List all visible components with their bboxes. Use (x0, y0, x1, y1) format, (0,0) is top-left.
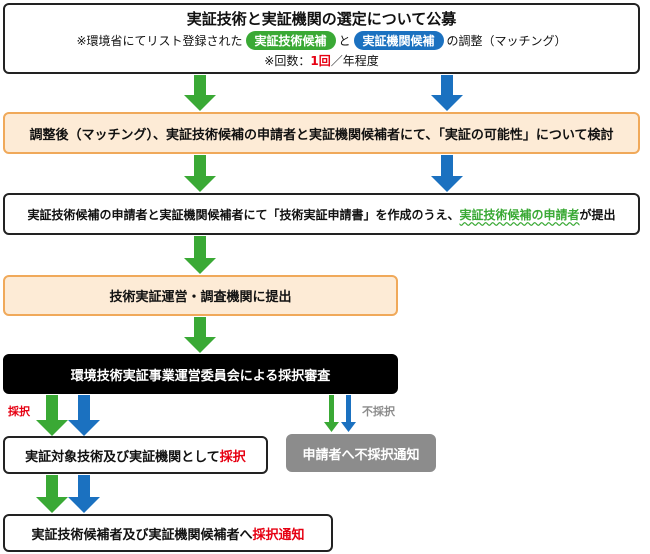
frequency-note: ※回数：1回／年程度 (264, 52, 378, 69)
matching-note: ※環境省にてリスト登録された 実証技術候補 と 実証機関候補 の調整（マッチング… (76, 31, 567, 50)
applicant-highlight: 実証技術候補の申請者 (459, 207, 580, 222)
note-connector: と (338, 34, 351, 48)
technology-candidate-pill: 実証技術候補 (245, 31, 336, 50)
green-arrow-5 (36, 395, 68, 436)
adoption-notice-red: 採択通知 (252, 527, 305, 543)
review-text: 環境技術実証事業運営委員会による採択審査 (70, 368, 331, 384)
blue-arrow-6 (68, 475, 100, 513)
call-title: 実証技術と実証機関の選定について公募 (186, 10, 457, 28)
blue-arrow-5 (68, 395, 100, 436)
adoption-notice-main: 実証技術候補者及び実証機関候補者へ (31, 527, 253, 543)
note-prefix: ※環境省にてリスト登録された (76, 34, 243, 48)
frequency-suffix: ／年程度 (330, 54, 379, 68)
green-arrow-3 (184, 236, 216, 274)
rejection-notice-box: 申請者へ不採択通知 (286, 434, 436, 472)
note-suffix: の調整（マッチング） (446, 34, 567, 48)
blue-arrow-thin (341, 395, 356, 432)
adoption-notice-box: 実証技術候補者及び実証機関候補者へ採択通知 (3, 514, 333, 552)
green-arrow-6 (36, 475, 68, 513)
blue-arrow-1 (431, 75, 463, 111)
adoption-text: 実証対象技術及び実証機関として採択 (25, 446, 246, 465)
frequency-value: 1回 (310, 54, 331, 68)
application-text-main: 実証技術候補の申請者と実証機関候補者にて「技術実証申請書」を作成のうえ、 (27, 207, 460, 222)
green-arrow-1 (184, 75, 216, 111)
rejection-text: 申請者へ不採択通知 (302, 447, 420, 463)
submit-to-operator-box: 技術実証運営・調査機関に提出 (3, 275, 398, 316)
feasibility-review-box: 調整後（マッチング）、実証技術候補の申請者と実証機関候補者にて、「実証の可能性」… (3, 112, 640, 154)
submit-text: 技術実証運営・調査機関に提出 (109, 290, 292, 305)
adoption-notice-text: 実証技術候補者及び実証機関候補者へ採択通知 (31, 524, 304, 543)
green-arrow-4 (184, 317, 216, 353)
frequency-prefix: ※回数： (264, 54, 311, 68)
application-submission-box: 実証技術候補の申請者と実証機関候補者にて「技術実証申請書」を作成のうえ、実証技術… (3, 193, 640, 235)
organization-candidate-pill: 実証機関候補 (353, 31, 444, 50)
adoption-box: 実証対象技術及び実証機関として採択 (3, 436, 268, 474)
call-for-proposals-box: 実証技術と実証機関の選定について公募 ※環境省にてリスト登録された 実証技術候補… (3, 3, 640, 74)
adopted-label: 採択 (8, 405, 30, 418)
rejected-label: 不採択 (362, 405, 395, 418)
green-arrow-2 (184, 155, 216, 192)
selection-review-box: 環境技術実証事業運営委員会による採択審査 (3, 354, 398, 394)
adoption-text-red: 採択 (219, 449, 246, 465)
application-text-end: が提出 (579, 207, 616, 222)
application-text: 実証技術候補の申請者と実証機関候補者にて「技術実証申請書」を作成のうえ、実証技術… (27, 206, 615, 223)
green-arrow-thin (324, 395, 339, 432)
adoption-text-main: 実証対象技術及び実証機関として (25, 449, 220, 465)
feasibility-text: 調整後（マッチング）、実証技術候補の申請者と実証機関候補者にて、「実証の可能性」… (29, 127, 614, 143)
blue-arrow-2 (431, 155, 463, 192)
